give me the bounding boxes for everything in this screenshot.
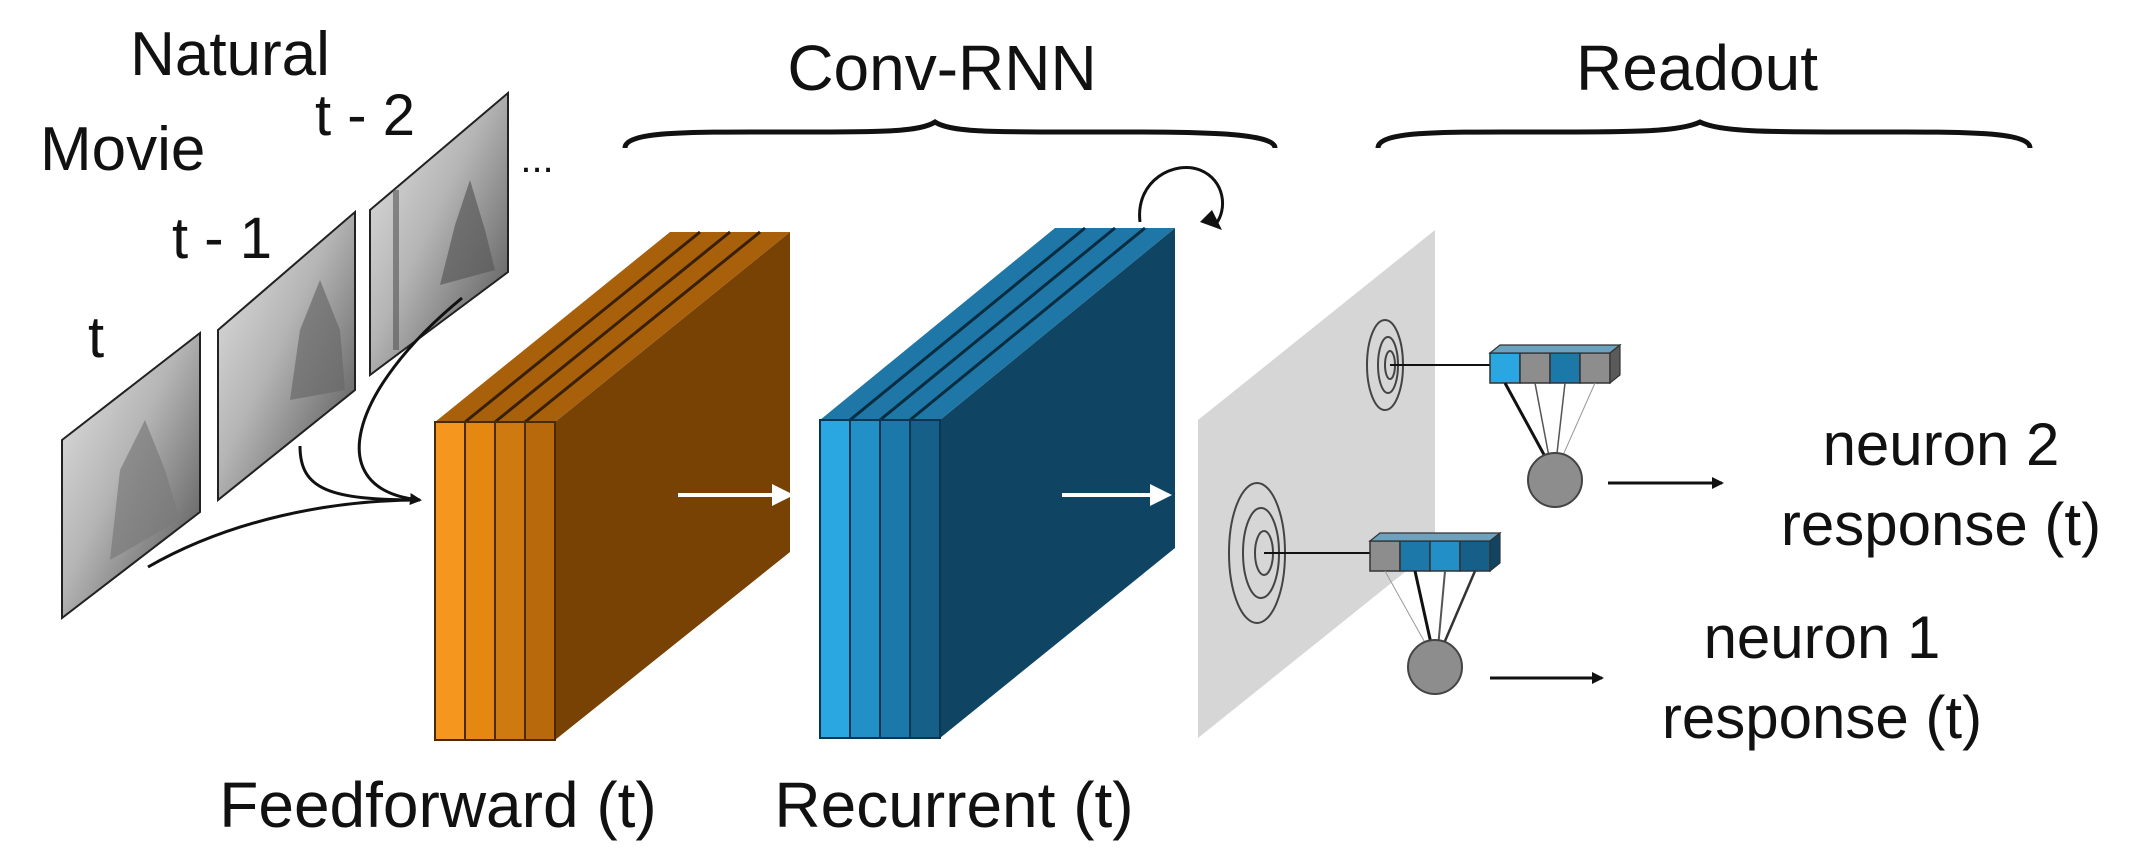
recurrent-side-face	[940, 228, 1175, 738]
feedforward-block	[434, 230, 794, 741]
neuron-1-node	[1407, 639, 1463, 695]
recurrent-block	[819, 165, 1224, 739]
feature-vector-1	[1368, 531, 1502, 573]
recurrent-slice-1	[819, 419, 851, 739]
feedforward-slice-1	[434, 421, 466, 741]
feedforward-slice-4	[524, 421, 556, 741]
frame-ellipsis: ...	[520, 137, 553, 181]
convrnn-brace	[622, 118, 1278, 149]
feedforward-slice-3	[494, 421, 526, 741]
readout-neuron-1	[1264, 531, 1604, 695]
convrnn-label: Conv-RNN	[787, 32, 1096, 104]
neuron-2-label-line2: response (t)	[1781, 491, 2101, 558]
input-title-line1: Natural	[130, 20, 330, 89]
readout-plane	[1198, 230, 1435, 738]
readout-label: Readout	[1576, 32, 1818, 104]
neuron-1-label-line2: response (t)	[1662, 684, 1982, 751]
feedforward-side-face	[555, 232, 790, 740]
frame-label-t-1: t - 1	[172, 206, 272, 271]
recurrent-slice-2	[849, 419, 881, 739]
recurrent-slice-3	[879, 419, 911, 739]
feedforward-label: Feedforward (t)	[219, 769, 656, 841]
movie-frame-t	[61, 330, 201, 621]
feedforward-slice-2	[464, 421, 496, 741]
readout-neuron-2	[1390, 343, 1724, 508]
frame-label-t-2: t - 2	[315, 83, 415, 148]
recurrent-label: Recurrent (t)	[774, 769, 1133, 841]
recurrent-loop-arrow	[1138, 165, 1224, 226]
feature-vector-2	[1488, 343, 1622, 385]
neuron-1-label-line1: neuron 1	[1704, 604, 1941, 671]
movie-frame-t-1	[217, 209, 356, 503]
neuron-2-label-line1: neuron 2	[1823, 411, 2060, 478]
readout-brace	[1375, 119, 2033, 149]
recurrent-slice-4	[909, 419, 941, 739]
neuron-2-node	[1527, 452, 1583, 508]
movie-frame-t-2	[369, 90, 509, 377]
input-connectors	[147, 296, 463, 569]
input-title-line2: Movie	[40, 115, 205, 184]
recurrent-loop-arrowhead	[1200, 210, 1222, 230]
frame-label-t: t	[88, 305, 104, 370]
